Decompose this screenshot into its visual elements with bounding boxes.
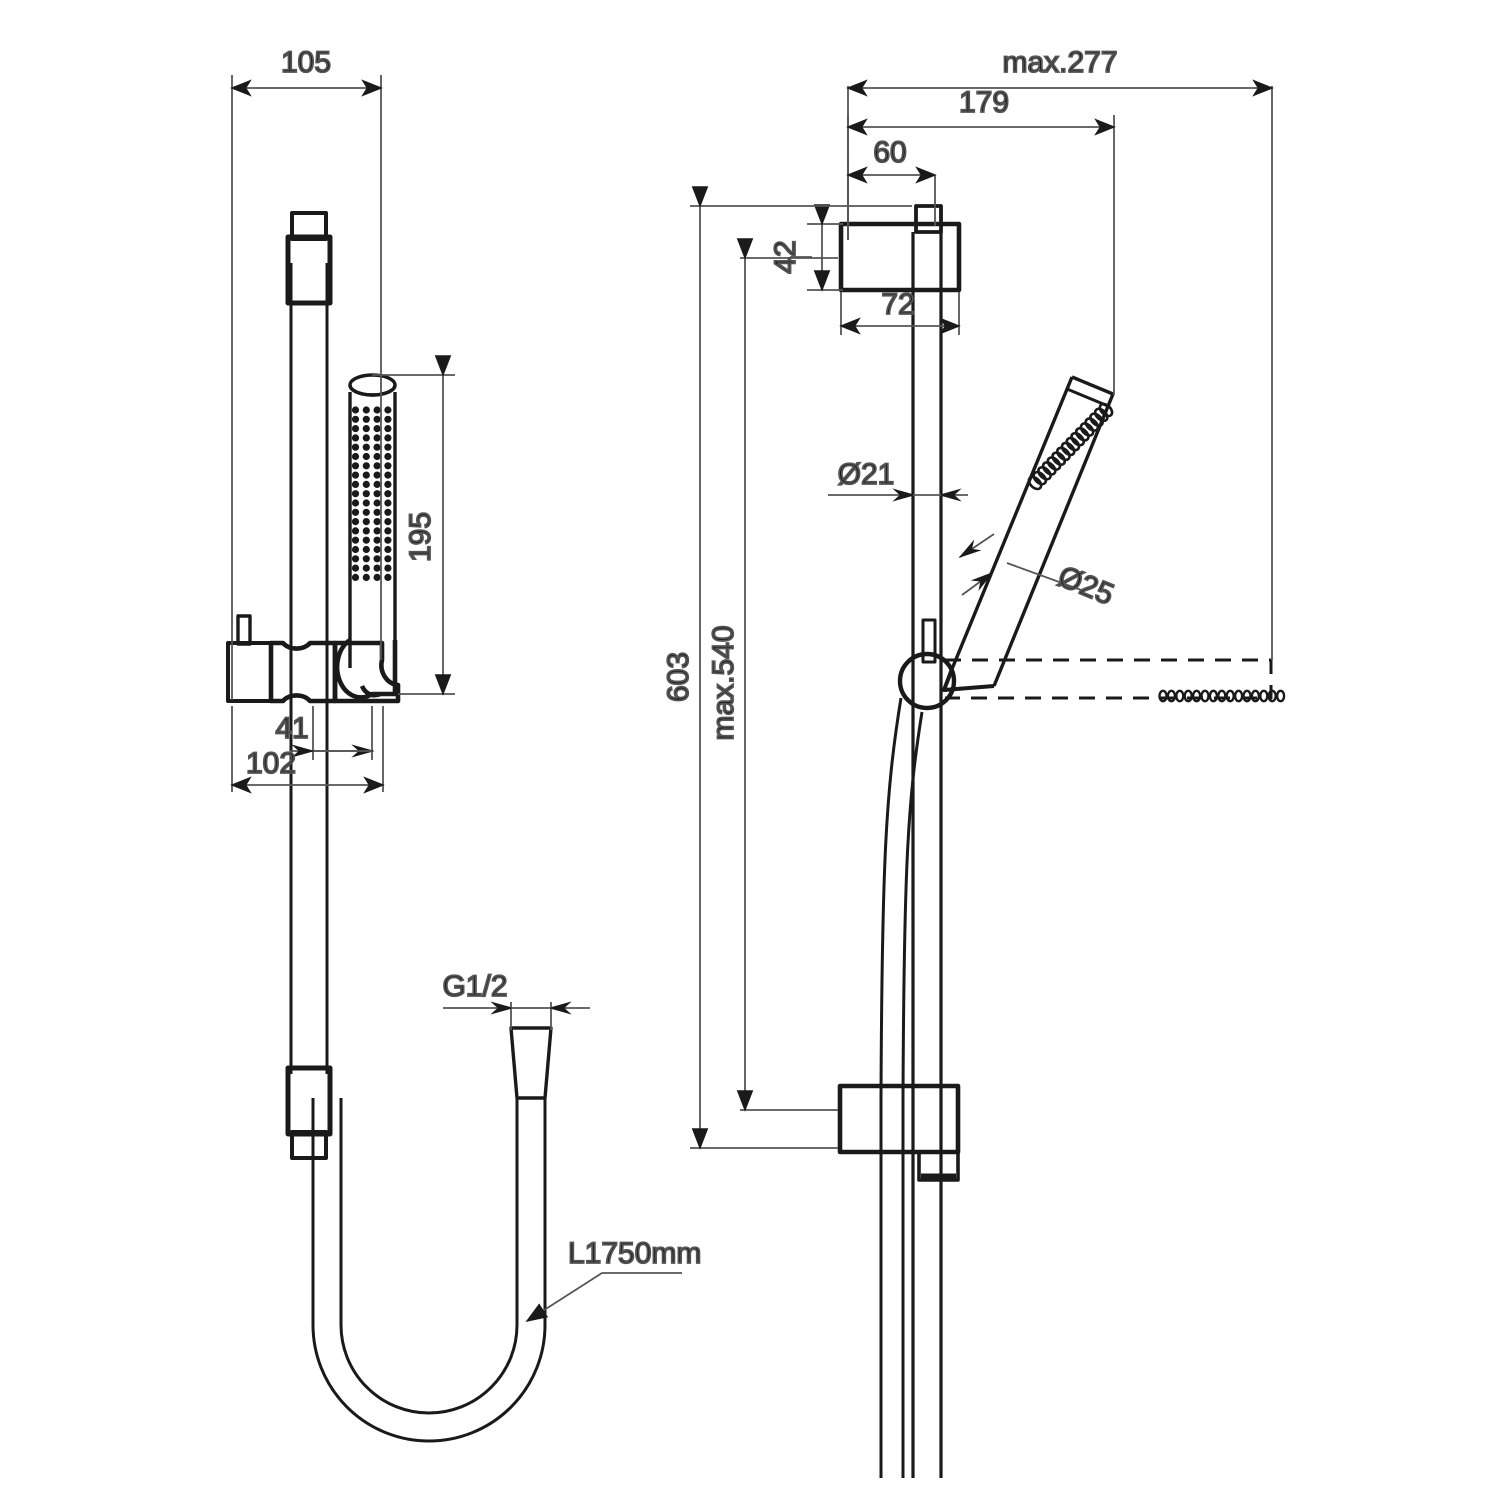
right-view-pivot — [897, 618, 957, 711]
dimension-label-d21: Ø21 — [838, 458, 895, 491]
left-view-handshower — [334, 373, 398, 700]
dimension-label-l1750: L1750mm — [568, 1237, 701, 1270]
dashed-spray-holes — [1158, 689, 1286, 703]
dimension-g12 — [443, 1001, 590, 1030]
dimension-layer: 105 195 41 102 — [230, 45, 1274, 1322]
dashed-alternate-position — [945, 658, 1273, 700]
hose-assembly — [311, 1026, 553, 1443]
right-view-handshower — [942, 375, 1115, 692]
dimension-72 — [839, 292, 961, 335]
dimension-l1750 — [525, 1272, 682, 1322]
dimension-label-41: 41 — [275, 712, 308, 745]
right-view-rail — [911, 204, 943, 1478]
dimension-label-max277: max.277 — [1002, 46, 1117, 79]
dimension-label-g12: G1/2 — [442, 970, 507, 1003]
right-view-hose — [879, 697, 924, 1478]
dimension-195 — [372, 355, 455, 696]
spray-face-dots — [351, 406, 392, 582]
dimension-105 — [230, 75, 383, 700]
dimension-label-60: 60 — [873, 136, 906, 169]
geometry-layer — [226, 204, 1286, 1478]
dimension-60 — [846, 155, 937, 240]
dimension-42 — [790, 204, 843, 292]
dimension-41 — [290, 706, 375, 760]
right-spray-holes — [1027, 402, 1114, 491]
dimension-label-42: 42 — [769, 240, 802, 273]
left-view-bracket — [226, 614, 401, 704]
dimension-d25 — [958, 533, 1085, 596]
dimension-label-179: 179 — [959, 86, 1009, 119]
dimension-label-603: 603 — [662, 652, 695, 702]
right-view-top-bracket — [838, 221, 962, 293]
dimension-label-105: 105 — [281, 46, 331, 79]
dimension-label-72: 72 — [881, 288, 914, 321]
dimension-max540 — [736, 238, 838, 1112]
dimension-label-195: 195 — [404, 512, 437, 562]
dimension-102 — [230, 706, 385, 794]
dimension-label-max540: max.540 — [707, 625, 740, 740]
dimension-label-d25: Ø25 — [1053, 560, 1118, 612]
right-view-bottom-bracket — [837, 1083, 961, 1182]
dimension-603 — [690, 186, 912, 1150]
left-view-rail — [285, 211, 333, 1160]
dimension-label-102: 102 — [246, 747, 296, 780]
